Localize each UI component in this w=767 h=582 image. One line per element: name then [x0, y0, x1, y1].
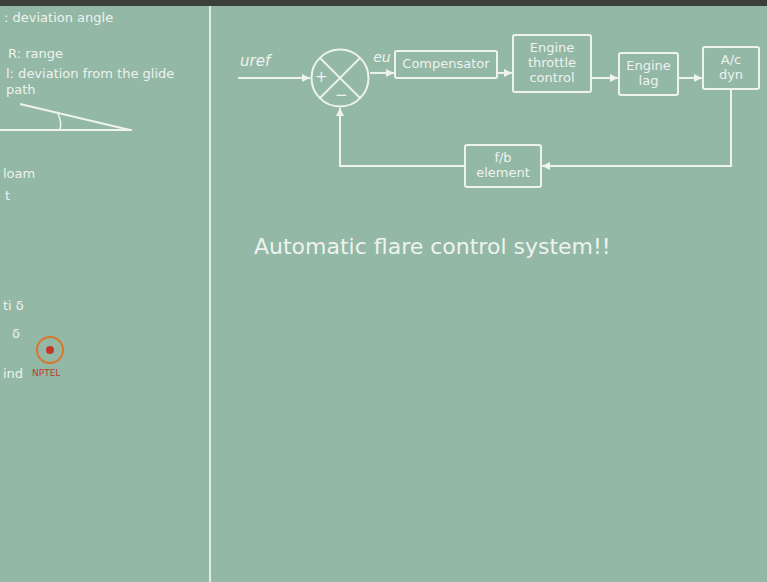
- input-line: [238, 77, 310, 79]
- sign-label: +: [315, 70, 328, 85]
- signal-connector: [679, 77, 702, 79]
- box-label: Engine lag: [625, 59, 672, 89]
- signal-connector: [542, 90, 731, 166]
- board-note: ind: [3, 366, 23, 382]
- angle-arc: [58, 114, 61, 130]
- board-note: : deviation angle: [4, 10, 124, 26]
- signal-connector: [592, 77, 618, 79]
- board-frame: [0, 0, 767, 6]
- board-note: l: deviation from the glide path: [6, 66, 176, 97]
- signal-connector: [370, 72, 394, 74]
- box-label: Engine throttle control: [519, 41, 585, 86]
- signal-connector: [498, 72, 512, 74]
- signal-connector: [340, 108, 464, 166]
- divider-line: [209, 6, 211, 582]
- board-heading: Automatic flare control system!!: [254, 234, 611, 260]
- board-note: R: range: [8, 46, 128, 62]
- box-label: f/b element: [471, 151, 535, 181]
- process-box: A/c dyn: [702, 46, 760, 90]
- sign-label: −: [335, 88, 348, 103]
- junction-circle: [312, 50, 369, 107]
- nptel-logo: [37, 337, 63, 363]
- process-box: Engine lag: [618, 52, 679, 96]
- process-box: Compensator: [394, 50, 498, 79]
- board-note: loam: [3, 166, 35, 182]
- nptel-logo-core: [46, 346, 54, 354]
- board-note: ti δ: [3, 298, 24, 314]
- process-box: Engine throttle control: [512, 34, 592, 93]
- glide-path-line: [20, 104, 130, 130]
- box-label: A/c dyn: [709, 53, 753, 83]
- process-box: f/b element: [464, 144, 542, 188]
- summing-junction: +−: [310, 48, 370, 108]
- signal-name: eu: [373, 49, 391, 65]
- board-note: NPTEL: [32, 368, 60, 379]
- board-note: δ: [12, 326, 20, 342]
- board-note: t: [5, 188, 10, 204]
- ground-line: [0, 129, 132, 131]
- box-label: Compensator: [402, 57, 489, 72]
- signal-name: uref: [240, 52, 270, 70]
